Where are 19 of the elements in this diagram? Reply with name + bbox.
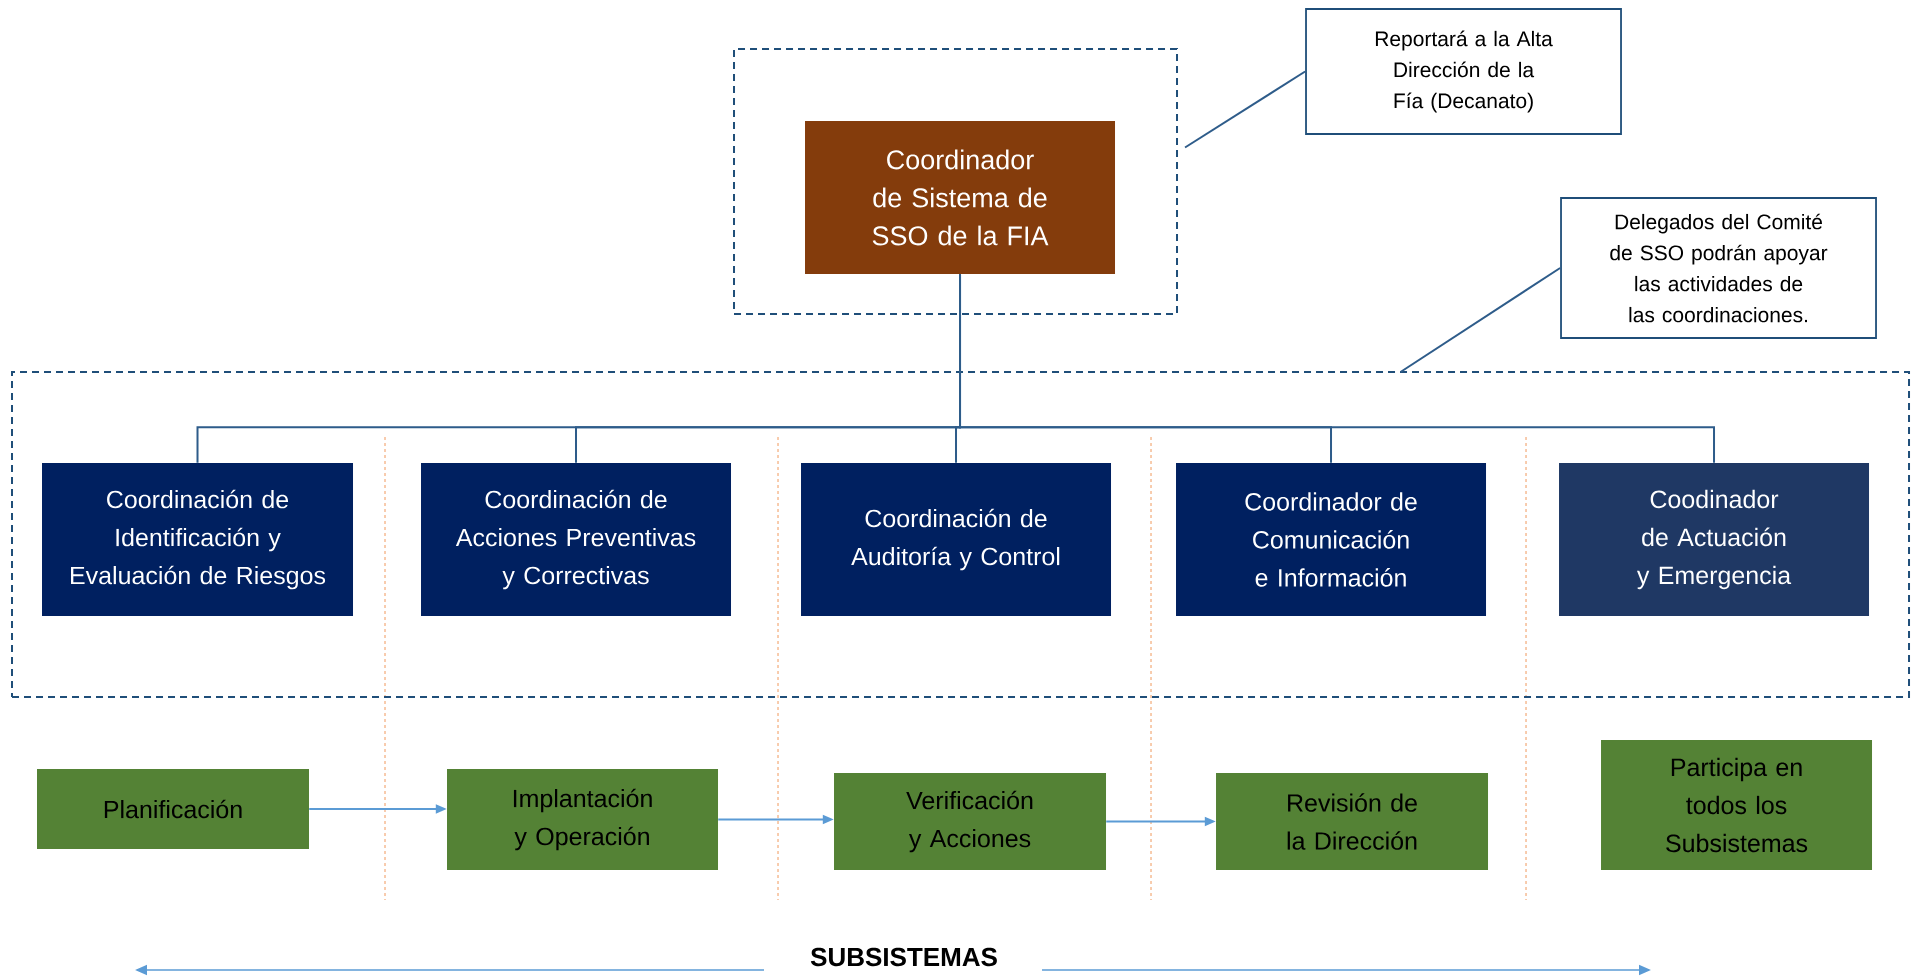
coordination-box: Coordinación de Identificación y Evaluación de Riesgos [42, 463, 353, 616]
phase-box: Verificación y Acciones [834, 773, 1106, 870]
dashed-frame [733, 48, 1178, 315]
dashed-frame [11, 371, 1910, 698]
connector-line [959, 273, 1715, 464]
coordination-box: Coodinador de Actuación y Emergencia [1559, 463, 1869, 616]
coordinator-box: Coordinador de Sistema de SSO de la FIA [805, 121, 1115, 274]
coordination-box: Coordinación de Auditoría y Control [801, 463, 1111, 616]
phase-box: Revisión de la Dirección [1216, 773, 1488, 870]
phase-box: Implantación y Operación [447, 769, 718, 870]
phase-box: Planificación [37, 769, 309, 849]
coordination-box: Coordinación de Acciones Preventivas y Correctivas [421, 463, 731, 616]
coordination-box: Coordinador de Comunicación e Información [1176, 463, 1486, 616]
section-label: SUBSISTEMAS [810, 947, 997, 967]
callout-box: Reportará a la Alta Dirección de la Fía (Decanato) [1305, 8, 1622, 135]
phase-box: Participa en todos los Subsistemas [1601, 740, 1872, 870]
leader-line [1399, 267, 1562, 373]
callout-box: Delegados del Comité de SSO podrán apoyar las actividades de las coordinaciones. [1560, 197, 1877, 339]
leader-line [1184, 70, 1307, 149]
